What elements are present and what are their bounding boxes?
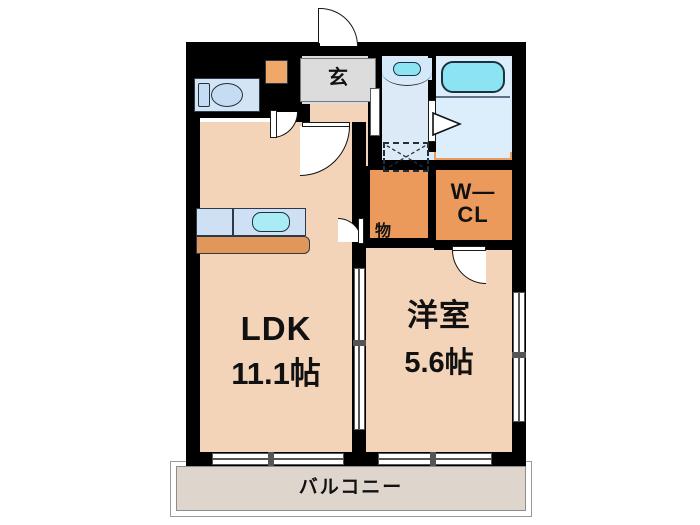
washbasin-apron bbox=[382, 72, 432, 86]
wall-balcony-nub bbox=[353, 444, 363, 466]
room-bedroom bbox=[366, 246, 512, 452]
ldk-bedroom-slider-handle[interactable] bbox=[353, 340, 366, 346]
kitchen-sink-icon bbox=[252, 212, 290, 232]
shoe-box-icon bbox=[265, 60, 288, 84]
genkan-step bbox=[300, 58, 376, 102]
storage-label: 物 bbox=[374, 223, 391, 240]
kitchen-base-cabinet bbox=[196, 236, 310, 254]
ldk-name-label: LDK bbox=[240, 310, 312, 347]
wall-storage-bottom bbox=[366, 238, 436, 248]
exterior-wall-top bbox=[186, 42, 526, 56]
wall-wcl-left bbox=[428, 160, 436, 246]
wcl-label-line1: W— bbox=[450, 179, 496, 204]
bathtub-icon bbox=[441, 61, 505, 93]
ldk-door-panel[interactable] bbox=[302, 122, 350, 127]
wall-genkan-left bbox=[290, 56, 302, 108]
balcony-label: バルコニー bbox=[298, 477, 404, 498]
bathroom-tub-divider bbox=[436, 96, 510, 98]
wall-wet-bottom bbox=[368, 160, 512, 170]
washing-machine-space-icon bbox=[383, 142, 429, 172]
bedroom-name-label: 洋室 bbox=[407, 298, 471, 333]
toilet-door-panel[interactable] bbox=[270, 110, 277, 138]
toilet-bowl-icon bbox=[211, 83, 243, 107]
exterior-wall-left bbox=[186, 42, 200, 466]
kitchen-stove-divider bbox=[232, 208, 234, 236]
storage-door-panel[interactable] bbox=[358, 218, 364, 244]
genkan-label: 玄 bbox=[328, 67, 348, 89]
washing-machine-cross-icon bbox=[386, 145, 426, 169]
ldk-balcony-window-handle[interactable] bbox=[268, 452, 274, 466]
ldk-balcony-window-rail bbox=[212, 458, 344, 460]
bathroom-door-arrow-icon bbox=[432, 111, 463, 137]
door-swing-arrow bbox=[432, 111, 463, 137]
bedroom-balcony-window-handle[interactable] bbox=[430, 452, 436, 466]
wcl-label-line2: CL bbox=[457, 202, 489, 227]
ldk-area-label: 11.1帖 bbox=[231, 356, 321, 391]
washroom-sliding-door[interactable] bbox=[370, 88, 380, 136]
balcony-area bbox=[176, 466, 526, 511]
entrance-door-arc bbox=[320, 8, 358, 46]
wall-wcl-bottom bbox=[434, 240, 512, 250]
ldk-bedroom-sliding-door[interactable] bbox=[354, 268, 365, 430]
wcl-door-panel[interactable] bbox=[452, 246, 486, 251]
ldk-bedroom-slider-rail bbox=[358, 268, 360, 430]
bedroom-area-label: 5.6帖 bbox=[404, 347, 474, 379]
toilet-tank-icon bbox=[198, 83, 210, 107]
wall-storage-left bbox=[360, 166, 370, 246]
room-storage bbox=[366, 166, 434, 246]
bedroom-window-handle[interactable] bbox=[512, 352, 526, 358]
